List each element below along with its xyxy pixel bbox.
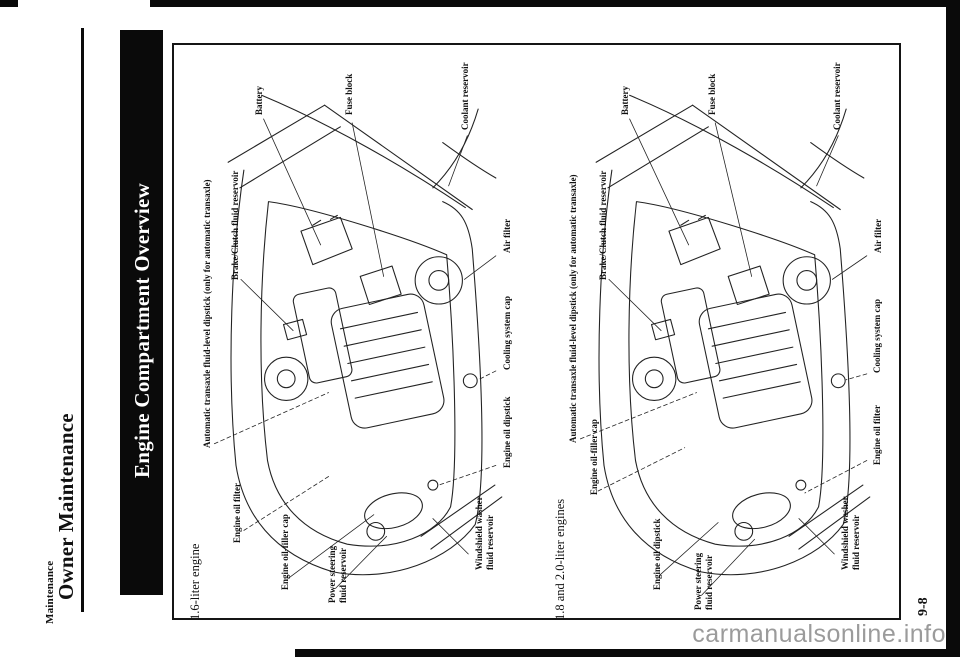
label-auto-transaxle: Automatic transaxle fluid-level dipstick… — [568, 174, 578, 443]
header-rule — [81, 28, 84, 612]
label-windshield-washer: Windshield washer fluid reservoir — [840, 496, 861, 570]
watermark: carmanualsonline.info — [692, 620, 946, 648]
page-number: 9-8 — [916, 597, 931, 616]
label-engine-oil-filler-cap: Engine oil-filler cap — [280, 514, 290, 590]
label-fuse-block: Fuse block — [344, 73, 354, 115]
scan-edge-bottom — [295, 649, 960, 657]
page-title: Owner Maintenance — [54, 413, 78, 600]
label-engine-oil-filter: Engine oil filter — [232, 483, 242, 543]
leader-lines — [579, 118, 868, 596]
engine-diagram-art — [213, 94, 503, 589]
label-auto-transaxle: Automatic transaxle fluid-level dipstick… — [202, 179, 212, 448]
label-brake-clutch: Brake/Clutch fluid reservoir — [598, 170, 608, 280]
diagram-caption: 1.8 and 2.0-liter engines — [553, 498, 567, 620]
diagram-caption: 1.6-liter engine — [188, 543, 202, 620]
label-engine-oil-filler-cap: Engine oil-filler cap — [589, 419, 599, 495]
label-power-steering: Power steering fluid reservoir — [693, 552, 714, 610]
label-cooling-system-cap: Cooling system cap — [502, 296, 512, 370]
label-battery: Battery — [620, 86, 630, 115]
section-banner — [120, 30, 163, 595]
label-battery: Battery — [254, 86, 264, 115]
label-engine-oil-dipstick: Engine oil dipstick — [652, 518, 662, 590]
banner-heading: Engine Compartment Overview — [130, 182, 154, 478]
scan-edge-top — [150, 0, 960, 7]
label-air-filter: Air filter — [873, 218, 883, 253]
figure-box: Battery Fuse block Coolant reservoir Bra… — [172, 43, 901, 620]
engine-diagram-art — [579, 94, 871, 596]
label-engine-oil-dipstick: Engine oil dipstick — [502, 396, 512, 468]
label-coolant-reservoir: Coolant reservoir — [832, 62, 842, 130]
label-fuse-block: Fuse block — [707, 73, 717, 115]
scan-edge-top-left — [0, 0, 18, 7]
label-coolant-reservoir: Coolant reservoir — [460, 62, 470, 130]
diagram-1-8-2-0-liter: Battery Fuse block Coolant reservoir Bra… — [550, 52, 899, 620]
label-engine-oil-filter: Engine oil filter — [872, 405, 882, 465]
label-cooling-system-cap: Cooling system cap — [872, 299, 882, 373]
diagram-1-6-liter: Battery Fuse block Coolant reservoir Bra… — [182, 52, 542, 618]
label-brake-clutch: Brake/Clutch fluid reservoir — [230, 170, 240, 280]
label-air-filter: Air filter — [502, 218, 512, 253]
label-windshield-washer: Windshield washer fluid reservoir — [474, 496, 495, 570]
leader-lines — [213, 118, 497, 589]
scan-edge-right — [946, 0, 960, 657]
label-power-steering: Power steering fluid reservoir — [327, 545, 348, 603]
